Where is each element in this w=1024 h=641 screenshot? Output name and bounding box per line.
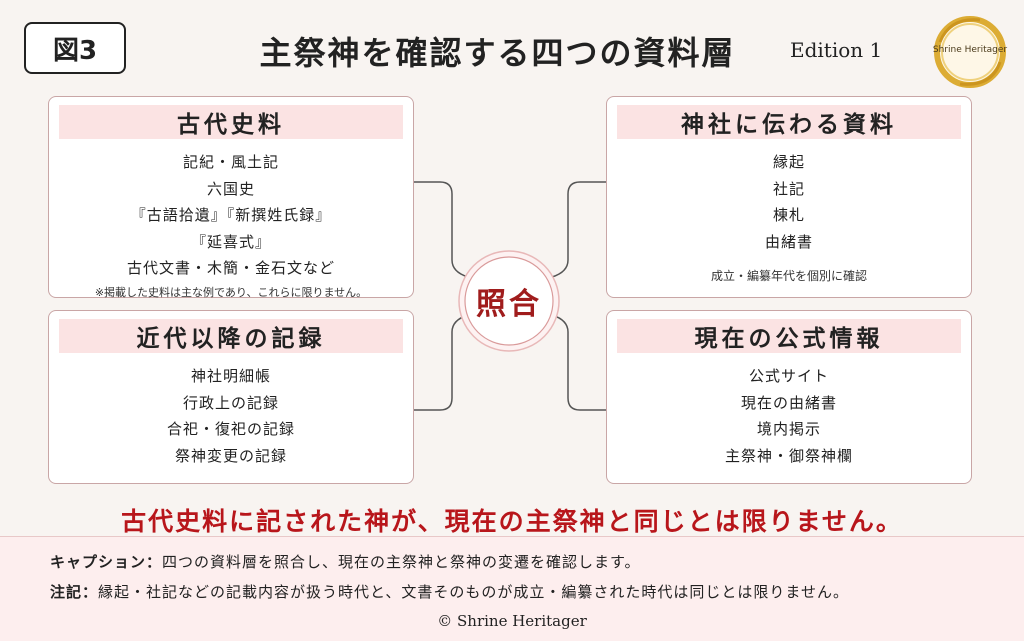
box-shrine-heading: 神社に伝わる資料 — [617, 105, 961, 139]
caption-label: キャプション： — [50, 553, 163, 571]
copyright: © Shrine Heritager — [437, 612, 587, 630]
box-ancient-heading: 古代史料 — [59, 105, 403, 139]
box-current-items: 公式サイト 現在の由緒書 境内掲示 主祭神・御祭神欄 — [607, 363, 971, 469]
list-item: 社記 — [772, 179, 805, 198]
logo-ring-icon — [934, 16, 1006, 88]
edition-label: Edition 1 — [790, 38, 883, 62]
caption-text: 四つの資料層を照合し、現在の主祭神と祭神の変遷を確認します。 — [162, 553, 641, 571]
conclusion-text: 古代史料に記された神が、現在の主祭神と同じとは限りません。 — [121, 507, 903, 536]
list-item: 神社明細帳 — [190, 367, 271, 385]
box-current-heading: 現在の公式情報 — [617, 319, 961, 353]
list-item: 古代文書・木簡・金石文など — [126, 259, 335, 277]
note-label: 注記： — [50, 583, 99, 601]
box-shrine-items: 縁起 社記 棟札 由緒書 — [607, 149, 971, 255]
list-item: 棟札 — [772, 206, 805, 224]
list-item: 境内掲示 — [756, 420, 821, 438]
logo: Shrine Heritager — [930, 12, 1010, 92]
list-item: 記紀・風土記 — [182, 153, 279, 171]
box-modern-heading: 近代以降の記録 — [59, 319, 403, 353]
list-item: 六国史 — [206, 179, 255, 198]
note-line: 注記：縁起・社記などの記載内容が扱う時代と、文書そのものが成立・編纂された時代は… — [50, 581, 849, 602]
list-item: 祭神変更の記録 — [174, 446, 287, 465]
list-item: 由緒書 — [764, 232, 813, 251]
center-match-label: 照合 — [476, 287, 542, 322]
caption-line: キャプション：四つの資料層を照合し、現在の主祭神と祭神の変遷を確認します。 — [50, 551, 641, 572]
list-item: 公式サイト — [748, 367, 829, 385]
logo-text: Shrine Heritager — [932, 45, 1008, 55]
list-item: 主祭神・御祭神欄 — [724, 446, 853, 465]
box-current-official: 現在の公式情報 公式サイト 現在の由緒書 境内掲示 主祭神・御祭神欄 — [606, 310, 972, 484]
note-text: 縁起・社記などの記載内容が扱う時代と、文書そのものが成立・編纂された時代は同じと… — [98, 583, 849, 601]
list-item: 行政上の記録 — [182, 393, 279, 412]
list-item: 合祀・復祀の記録 — [166, 420, 295, 438]
figure-label: 図3 — [24, 22, 126, 74]
box-shrine-documents: 神社に伝わる資料 縁起 社記 棟札 由緒書 成立・編纂年代を個別に確認 — [606, 96, 972, 298]
list-item: 縁起 — [772, 153, 805, 171]
list-item: 『古語拾遺』『新撰姓氏録』 — [130, 206, 332, 224]
box-ancient-note: ※掲載した史料は主な例であり、これらに限りません。 — [94, 285, 368, 299]
box-modern-records: 近代以降の記録 神社明細帳 行政上の記録 合祀・復祀の記録 祭神変更の記録 — [48, 310, 414, 484]
box-modern-items: 神社明細帳 行政上の記録 合祀・復祀の記録 祭神変更の記録 — [49, 363, 413, 469]
page-title: 主祭神を確認する四つの資料層 — [259, 34, 736, 72]
list-item: 現在の由緒書 — [740, 393, 837, 412]
box-ancient-sources: 古代史料 記紀・風土記 六国史 『古語拾遺』『新撰姓氏録』 『延喜式』 古代文書… — [48, 96, 414, 299]
footer-panel: キャプション：四つの資料層を照合し、現在の主祭神と祭神の変遷を確認します。 注記… — [0, 536, 1024, 641]
box-shrine-note: 成立・編纂年代を個別に確認 — [710, 269, 867, 283]
box-ancient-items: 記紀・風土記 六国史 『古語拾遺』『新撰姓氏録』 『延喜式』 古代文書・木簡・金… — [49, 149, 413, 282]
list-item: 『延喜式』 — [190, 232, 271, 251]
